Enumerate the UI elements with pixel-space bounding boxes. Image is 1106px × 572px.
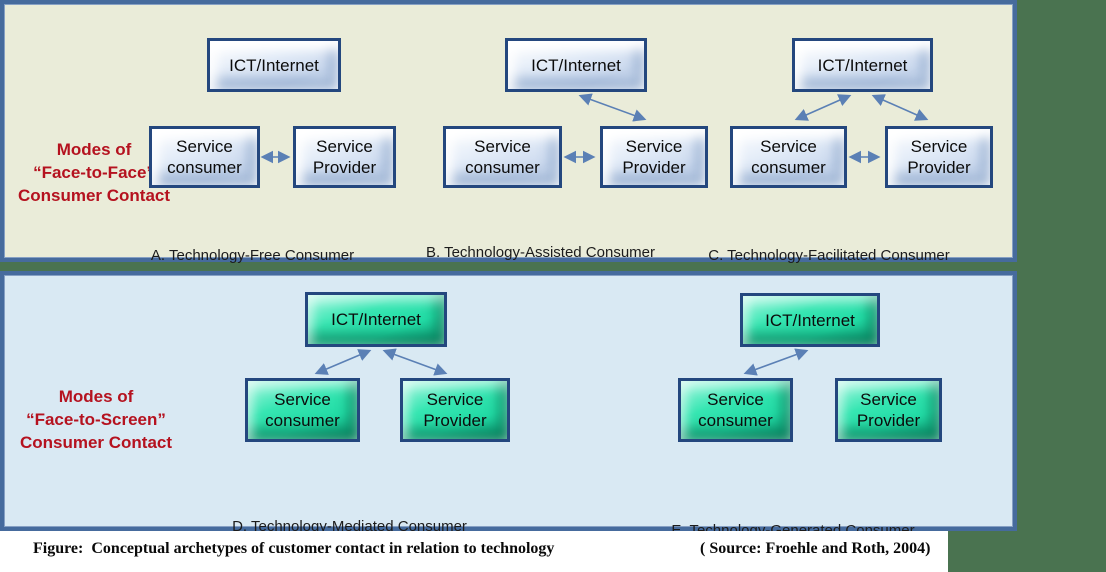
diagram-e-provider-box: Service Provider [835, 378, 942, 442]
face-to-screen-heading: Modes of “Face-to-Screen” Consumer Conta… [6, 385, 186, 454]
consumer-label: Service consumer [751, 137, 826, 177]
consumer-label: Service consumer [167, 137, 242, 177]
heading-line: “Face-to-Screen” [26, 410, 166, 429]
consumer-label: Service consumer [465, 137, 540, 177]
provider-label: Service Provider [423, 390, 487, 430]
diagram-c-consumer-box: Service consumer [730, 126, 847, 188]
heading-line: Consumer Contact [17, 186, 171, 205]
diagram-e-ict-box: ICT/Internet [740, 293, 880, 347]
diagram-d-caption: D. Technology-Mediated Consumer contact [232, 518, 467, 535]
provider-label: Service Provider [312, 137, 377, 177]
diagram-b-consumer-box: Service consumer [443, 126, 562, 188]
diagram-c-provider-box: Service Provider [885, 126, 993, 188]
diagram-b-provider-box: Service Provider [600, 126, 708, 188]
ict-label: ICT/Internet [765, 310, 855, 330]
heading-line: Modes of [58, 387, 134, 406]
diagram-d-provider-box: Service Provider [400, 378, 510, 442]
face-to-face-heading: Modes of “Face-to-Face” Consumer Contact [6, 138, 182, 207]
source-caption: ( Source: Froehle and Roth, 2004) [700, 540, 931, 557]
caption-bar: Figure: Conceptual archetypes of custome… [0, 531, 948, 572]
diagram-d-consumer-box: Service consumer [245, 378, 360, 442]
ict-label: ICT/Internet [531, 55, 621, 75]
diagram-c-ict-box: ICT/Internet [792, 38, 933, 92]
face-to-screen-panel: Modes of “Face-to-Screen” Consumer Conta… [0, 271, 1017, 539]
diagram-b-ict-box: ICT/Internet [505, 38, 647, 92]
diagram-d-ict-box: ICT/Internet [305, 292, 447, 347]
diagram-a-provider-box: Service Provider [293, 126, 396, 188]
consumer-label: Service consumer [265, 390, 340, 430]
provider-label: Service Provider [907, 137, 971, 177]
face-to-face-panel: Modes of “Face-to-Face” Consumer Contact… [0, 0, 1017, 327]
heading-line: Modes of [56, 140, 132, 159]
ict-label: ICT/Internet [229, 55, 319, 75]
ict-label: ICT/Internet [331, 310, 421, 329]
ict-label: ICT/Internet [817, 55, 908, 75]
consumer-label: Service consumer [698, 390, 773, 430]
provider-label: Service Provider [622, 137, 686, 177]
diagram-e-consumer-box: Service consumer [678, 378, 793, 442]
diagram-a-consumer-box: Service consumer [149, 126, 260, 188]
heading-line: Consumer Contact [19, 433, 173, 452]
provider-label: Service Provider [856, 390, 921, 430]
figure-caption: Figure: Conceptual archetypes of custome… [33, 540, 555, 557]
diagram-a-ict-box: ICT/Internet [207, 38, 341, 92]
heading-line: “Face-to-Face” [33, 163, 155, 182]
